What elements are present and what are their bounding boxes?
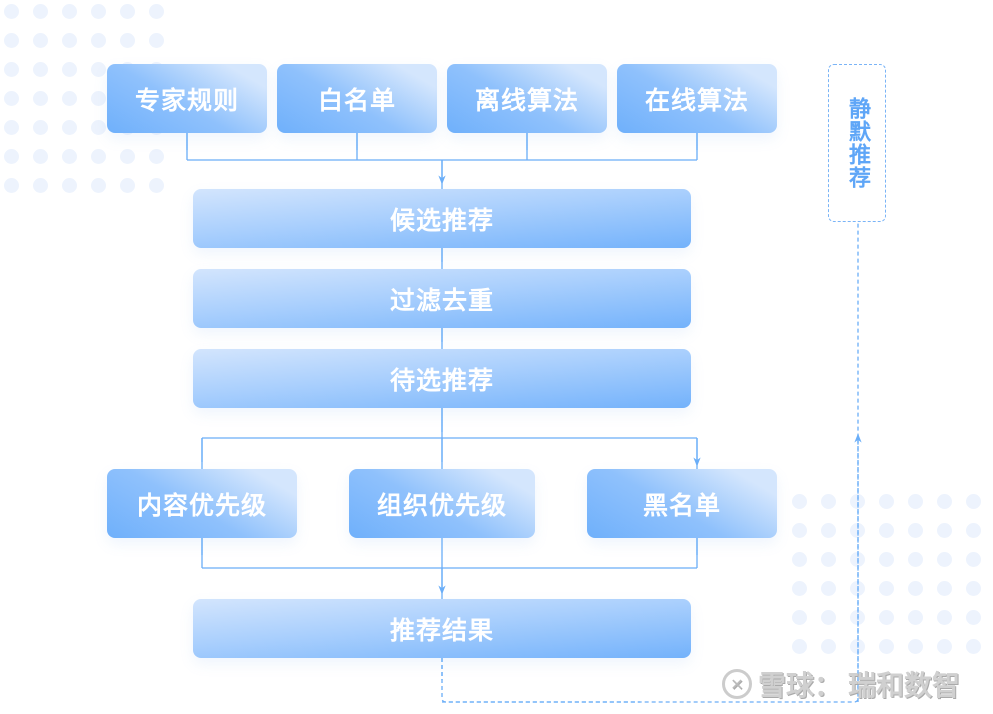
source-whitelist: 白名单 — [277, 64, 437, 133]
dot — [33, 120, 48, 135]
watermark-author: 瑞和数智 — [848, 669, 961, 702]
dot — [879, 610, 894, 625]
source-offline-algorithm: 离线算法 — [447, 64, 607, 133]
dot — [821, 523, 836, 538]
dot — [149, 4, 164, 19]
dot — [879, 523, 894, 538]
dot — [4, 62, 19, 77]
dot — [821, 639, 836, 654]
snowball-logo-icon: ✕ — [722, 669, 752, 699]
dot — [821, 610, 836, 625]
watermark-platform: 雪球： — [758, 669, 843, 702]
dot — [966, 523, 981, 538]
source-online-algorithm: 在线算法 — [617, 64, 777, 133]
dot — [792, 639, 807, 654]
dot — [879, 639, 894, 654]
dot — [792, 610, 807, 625]
dot — [966, 610, 981, 625]
dot — [966, 581, 981, 596]
dot — [33, 33, 48, 48]
dot — [937, 494, 952, 509]
dot — [4, 4, 19, 19]
dot — [33, 62, 48, 77]
dot — [937, 610, 952, 625]
dot — [966, 639, 981, 654]
dot — [821, 494, 836, 509]
dot — [91, 33, 106, 48]
dot — [937, 639, 952, 654]
dot — [937, 552, 952, 567]
dot — [149, 149, 164, 164]
dot — [937, 581, 952, 596]
dot — [821, 581, 836, 596]
dot — [908, 581, 923, 596]
dot — [91, 149, 106, 164]
dot — [33, 178, 48, 193]
dot — [91, 178, 106, 193]
blacklist: 黑名单 — [587, 469, 777, 538]
default-recommendation: 静默推荐 — [828, 64, 886, 222]
dot — [91, 62, 106, 77]
dot — [792, 523, 807, 538]
dot — [62, 4, 77, 19]
stage-pending: 待选推荐 — [193, 349, 691, 408]
dot — [62, 120, 77, 135]
stage-candidate: 候选推荐 — [193, 189, 691, 248]
dot — [4, 149, 19, 164]
dot — [62, 33, 77, 48]
dot — [4, 120, 19, 135]
dot — [120, 178, 135, 193]
dot — [4, 33, 19, 48]
dot — [120, 33, 135, 48]
dot — [937, 523, 952, 538]
dot — [908, 552, 923, 567]
dot — [4, 91, 19, 106]
dot — [850, 494, 865, 509]
source-expert-rules: 专家规则 — [107, 64, 267, 133]
dot — [966, 552, 981, 567]
dot — [879, 552, 894, 567]
dot — [879, 581, 894, 596]
dot — [149, 33, 164, 48]
dot — [879, 494, 894, 509]
dot — [908, 639, 923, 654]
dot — [62, 178, 77, 193]
dot — [908, 523, 923, 538]
dot — [120, 4, 135, 19]
priority-organization: 组织优先级 — [349, 469, 535, 538]
dot — [4, 178, 19, 193]
dot — [91, 4, 106, 19]
dot — [62, 91, 77, 106]
dot — [908, 610, 923, 625]
priority-content: 内容优先级 — [107, 469, 297, 538]
stage-filter-dedup: 过滤去重 — [193, 269, 691, 328]
dot — [792, 494, 807, 509]
dot — [62, 62, 77, 77]
dot — [149, 178, 164, 193]
dot — [33, 149, 48, 164]
dot — [62, 149, 77, 164]
dot — [120, 149, 135, 164]
dot — [792, 552, 807, 567]
dot — [792, 581, 807, 596]
dot — [33, 4, 48, 19]
dot — [91, 91, 106, 106]
dot — [966, 494, 981, 509]
stage-result: 推荐结果 — [193, 599, 691, 658]
dot — [908, 494, 923, 509]
dot — [33, 91, 48, 106]
dot — [91, 120, 106, 135]
watermark: ✕ 雪球： 瑞和数智 — [722, 664, 960, 704]
dot — [821, 552, 836, 567]
